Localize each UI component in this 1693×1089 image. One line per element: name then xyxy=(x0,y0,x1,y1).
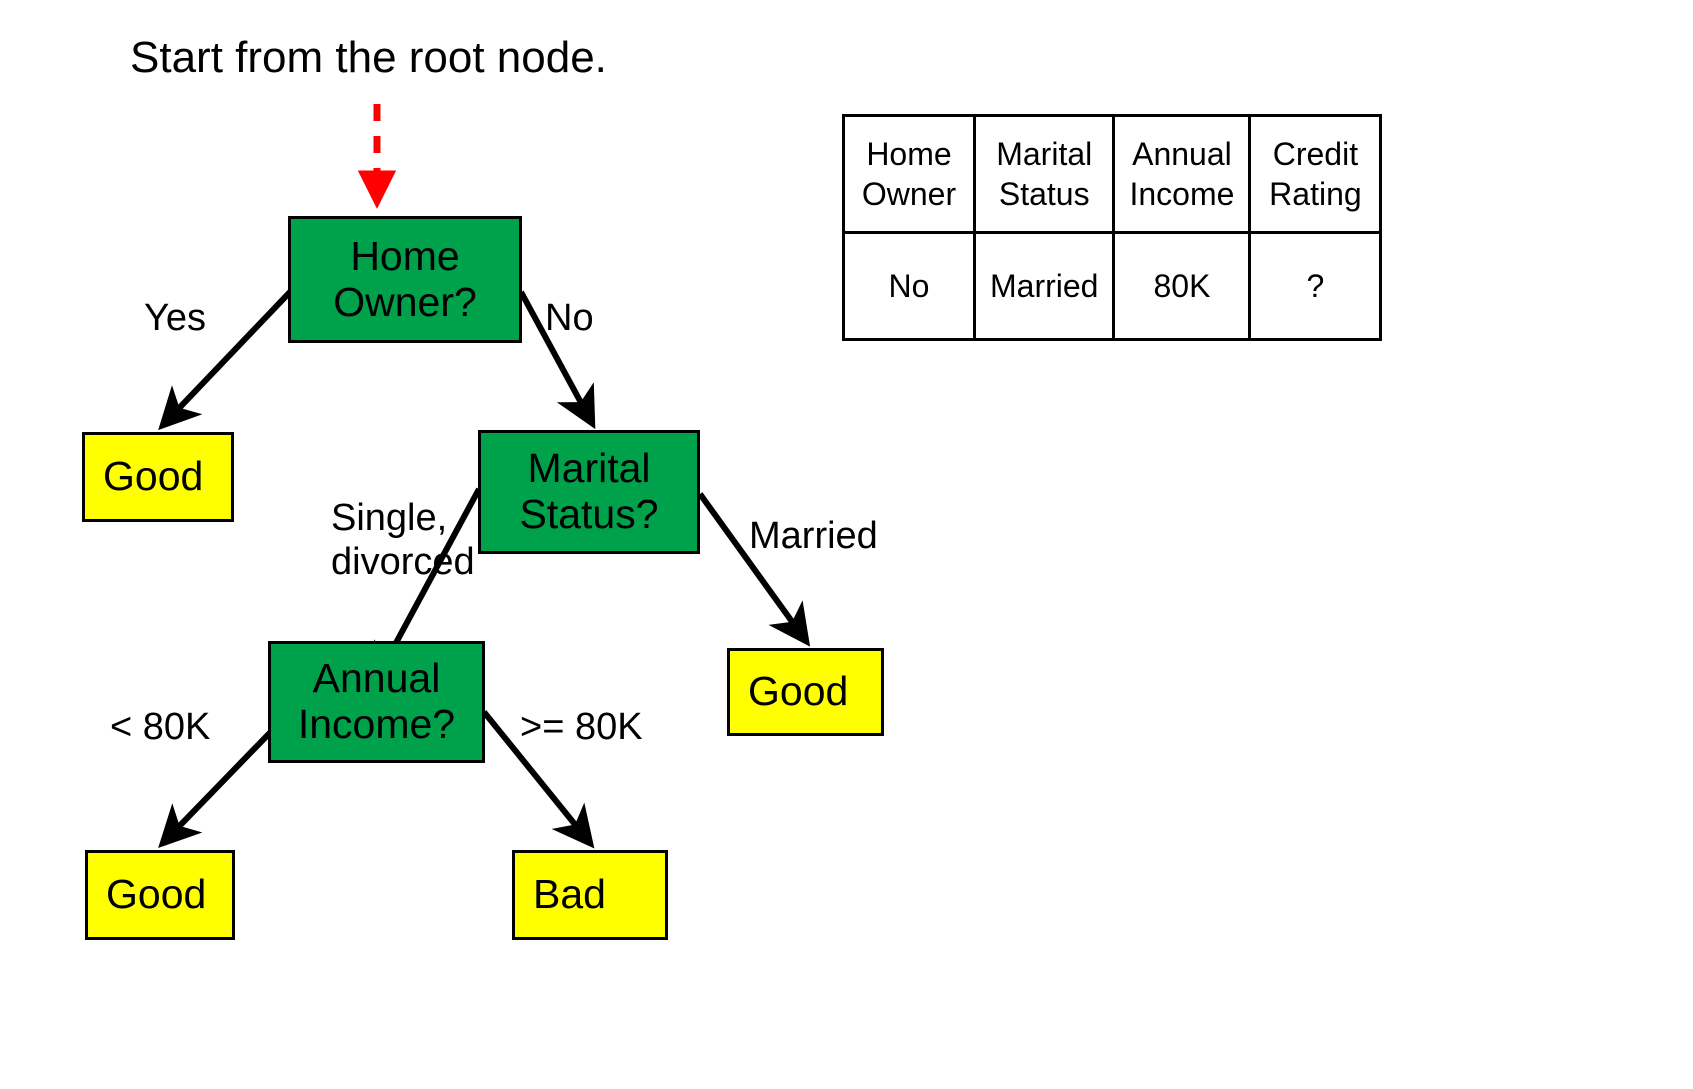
edge-label-married: Married xyxy=(749,515,878,557)
cell-credit-rating: ? xyxy=(1248,231,1383,341)
test-record-table: Home Owner Marital Status Annual Income … xyxy=(842,114,1383,341)
node-home-owner-line2: Owner? xyxy=(333,278,477,325)
node-annual-income-line1: Annual xyxy=(312,655,441,702)
node-good-lt80k-label: Good xyxy=(106,871,207,918)
node-good-married-label: Good xyxy=(748,668,849,715)
table-header-annual-income: Annual Income xyxy=(1112,114,1252,234)
table-header-row: Home Owner Marital Status Annual Income … xyxy=(842,114,1383,234)
edge-label-no: No xyxy=(545,297,594,339)
node-home-owner-line1: Home xyxy=(350,232,460,279)
edge-label-lt-80k: < 80K xyxy=(110,706,211,748)
node-good-yes-label: Good xyxy=(103,453,204,500)
cell-home-owner: No xyxy=(842,231,976,341)
header-home-owner-line1: Home xyxy=(866,136,952,172)
header-annual-income-line2: Income xyxy=(1129,176,1235,212)
edge-label-yes: Yes xyxy=(144,297,206,339)
node-good-married[interactable]: Good xyxy=(727,648,884,736)
header-marital-status-line2: Status xyxy=(998,176,1090,212)
table-header-credit-rating: Credit Rating xyxy=(1248,114,1383,234)
node-bad-gte80k-label: Bad xyxy=(533,871,606,918)
header-credit-rating-line1: Credit xyxy=(1272,136,1359,172)
table-row: No Married 80K ? xyxy=(842,231,1383,341)
node-marital-status-line2: Status? xyxy=(519,491,659,537)
node-annual-income-line2: Income? xyxy=(297,701,456,747)
header-home-owner-line2: Owner xyxy=(861,176,957,212)
edge-label-single-divorced-line1: Single, xyxy=(331,497,448,539)
cell-marital-status: Married xyxy=(972,231,1116,341)
node-marital-status[interactable]: Marital Status? xyxy=(478,430,700,554)
table-header-home-owner: Home Owner xyxy=(842,114,976,234)
header-marital-status-line1: Marital xyxy=(996,136,1093,172)
node-good-yes[interactable]: Good xyxy=(82,432,234,522)
node-good-lt80k[interactable]: Good xyxy=(85,850,235,940)
page-title: Start from the root node. xyxy=(130,33,607,82)
edge-label-single-divorced-line2: divorced xyxy=(331,541,475,583)
node-marital-status-line1: Marital xyxy=(527,445,651,492)
header-credit-rating-line2: Rating xyxy=(1269,176,1362,212)
edge-label-gte-80k: >= 80K xyxy=(520,706,643,748)
node-bad-gte80k[interactable]: Bad xyxy=(512,850,668,940)
node-home-owner[interactable]: Home Owner? xyxy=(288,216,522,343)
table-header-marital-status: Marital Status xyxy=(972,114,1116,234)
header-annual-income-line1: Annual xyxy=(1132,136,1232,172)
cell-annual-income: 80K xyxy=(1112,231,1252,341)
node-annual-income[interactable]: Annual Income? xyxy=(268,641,485,763)
